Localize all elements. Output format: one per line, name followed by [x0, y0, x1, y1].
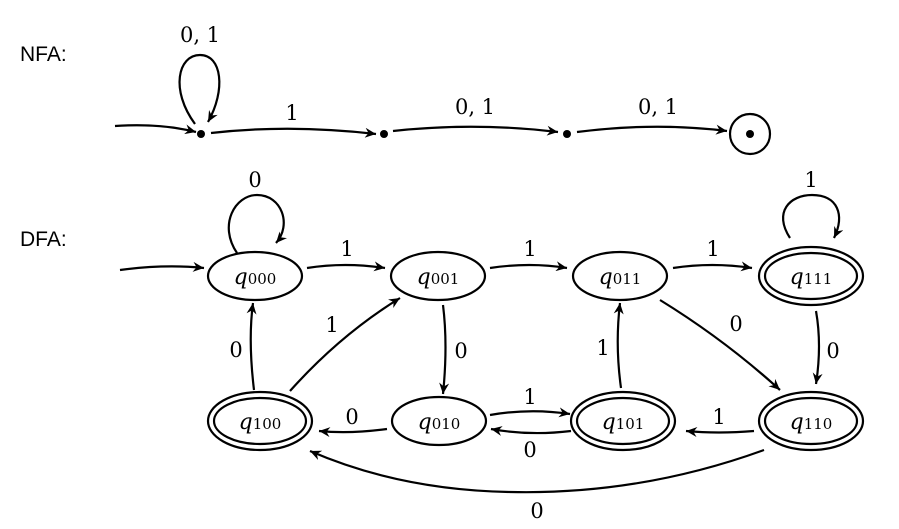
svg-text:q111: q111 [790, 265, 833, 290]
dfa-edge-q010-q101 [489, 407, 571, 418]
dfa-edge-q000-q001 [306, 261, 386, 272]
svg-text:q010: q010 [418, 410, 461, 435]
dfa-label-q110-q101: 1 [712, 405, 725, 429]
state-subscript: 000 [248, 270, 277, 288]
nfa-edge-n2-n3 [576, 124, 728, 135]
dfa-state-q100-accepting: q100 [206, 390, 314, 452]
svg-text:q110: q110 [790, 410, 833, 435]
nfa-edge-n0-n0 [178, 53, 221, 125]
nfa-section: NFA: 0, 1 1 0, 1 0, 1 [20, 23, 772, 156]
dfa-state-q010: q010 [390, 395, 488, 447]
dfa-label-q011-q110: 0 [729, 312, 742, 336]
dfa-label-q111-q111: 1 [804, 168, 817, 192]
dfa-label-q010-q100: 0 [345, 405, 358, 429]
dfa-label-q010-q101: 1 [523, 385, 536, 409]
state-name: q [239, 410, 253, 435]
state-subscript: 101 [616, 415, 645, 433]
dfa-edge-q101-q011 [613, 302, 624, 389]
nfa-edge-n0-n1 [210, 127, 377, 138]
state-subscript: 010 [432, 415, 461, 433]
dfa-label-q000-q001: 1 [340, 237, 353, 261]
dfa-state-q110-accepting: q110 [757, 390, 865, 452]
dfa-edge-q011-q111 [672, 261, 753, 272]
dfa-edge-q001-q011 [489, 261, 568, 272]
dfa-edge-q111-q110 [812, 310, 823, 385]
dfa-label-q000-q000: 0 [248, 168, 261, 192]
svg-text:q101: q101 [602, 410, 645, 435]
dfa-label-q001-q010: 0 [454, 339, 467, 363]
dfa-edge-q110-q101 [685, 427, 755, 438]
dfa-start-arrow [119, 261, 205, 272]
nfa-label-n1-n2: 0, 1 [455, 95, 495, 119]
dfa-edge-q111-q111 [782, 193, 844, 239]
state-subscript: 111 [804, 270, 833, 288]
state-name: q [599, 265, 613, 290]
state-name: q [602, 410, 616, 435]
dfa-label-q100-q001: 1 [325, 313, 338, 337]
dfa-state-q111-accepting: q111 [757, 245, 865, 307]
state-name: q [417, 265, 431, 290]
state-name: q [790, 265, 804, 290]
dfa-label-q011-q111: 1 [706, 237, 719, 261]
state-subscript: 011 [613, 270, 642, 288]
svg-text:q001: q001 [417, 265, 460, 290]
dfa-state-q000: q000 [206, 250, 304, 302]
nfa-label-n0-n0: 0, 1 [180, 23, 220, 47]
dfa-edge-q110-q100 [309, 448, 765, 494]
dfa-state-q001: q001 [389, 250, 487, 302]
state-subscript: 100 [253, 415, 282, 433]
dfa-edge-q001-q010 [439, 304, 450, 395]
state-name: q [790, 410, 804, 435]
svg-text:q100: q100 [239, 410, 282, 435]
dfa-label-q001-q011: 1 [523, 237, 536, 261]
dfa-edge-q101-q010 [490, 426, 572, 436]
nfa-state-n2 [563, 130, 571, 138]
dfa-label-q110-q100: 0 [530, 499, 543, 523]
dfa-state-q011: q011 [571, 250, 669, 302]
state-subscript: 001 [431, 270, 460, 288]
dfa-label-q111-q110: 0 [826, 339, 839, 363]
dfa-edge-q011-q110 [659, 299, 781, 391]
dfa-label-q100-q000: 0 [229, 338, 242, 362]
nfa-title: NFA: [20, 43, 67, 66]
nfa-label-n2-n3: 0, 1 [638, 95, 678, 119]
dfa-section: DFA: 0 1 1 1 1 0 1 0 1 0 [20, 168, 865, 523]
nfa-state-n0 [197, 130, 205, 138]
dfa-title: DFA: [20, 228, 67, 251]
dfa-edge-q100-q000 [246, 302, 257, 391]
dfa-label-q101-q010: 0 [523, 438, 536, 462]
nfa-state-n1 [380, 130, 388, 138]
nfa-state-n3-accepting [728, 112, 772, 156]
dfa-state-q101-accepting: q101 [569, 390, 677, 452]
svg-text:q011: q011 [599, 265, 642, 290]
dfa-edge-q010-q100 [318, 427, 388, 438]
state-name: q [418, 410, 432, 435]
dfa-label-q101-q011: 1 [596, 336, 609, 360]
nfa-edge-n1-n2 [392, 125, 559, 136]
dfa-edge-q000-q000 [227, 193, 288, 254]
dfa-edge-q100-q001 [289, 297, 401, 392]
state-subscript: 110 [804, 415, 833, 433]
nfa-start-arrow [114, 124, 197, 135]
state-name: q [234, 265, 248, 290]
nfa-label-n0-n1: 1 [285, 101, 298, 125]
svg-text:q000: q000 [234, 265, 277, 290]
